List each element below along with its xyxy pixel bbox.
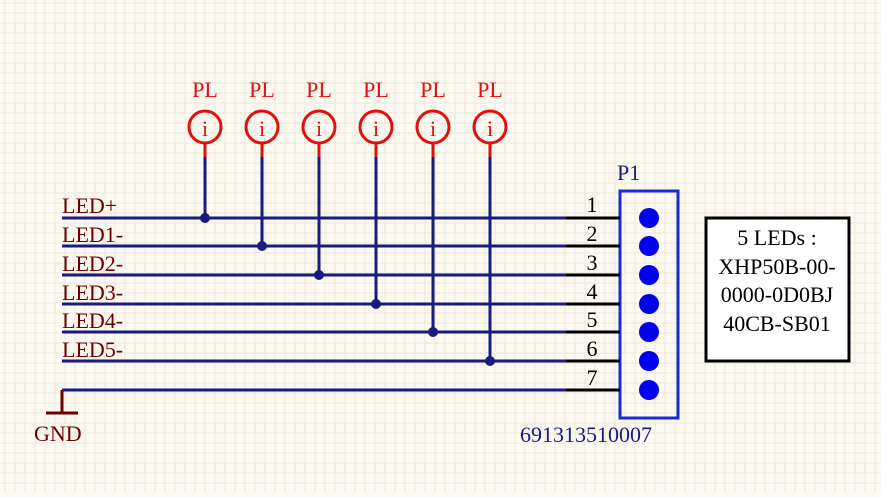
net-labels: LED+ LED1- LED2- LED3- LED4- LED5-	[62, 193, 123, 362]
junction-dot	[257, 241, 267, 251]
junction-group	[200, 213, 495, 366]
pin-number: 6	[587, 336, 598, 361]
probe-label: PL	[420, 77, 446, 102]
junction-dot	[485, 356, 495, 366]
probe-5[interactable]: PL i	[415, 77, 451, 157]
probe-wires	[203, 157, 492, 361]
probe-symbol: i	[316, 116, 322, 141]
pin-number: 2	[587, 221, 598, 246]
probe-label: PL	[249, 77, 275, 102]
pin-dot	[639, 236, 659, 256]
net-label-led5[interactable]: LED5-	[62, 337, 123, 362]
connector-pin-2[interactable]: 2	[566, 221, 659, 256]
probe-4[interactable]: PL i	[358, 77, 394, 157]
pin-dot	[639, 294, 659, 314]
pin-dot	[639, 322, 659, 342]
probe-1[interactable]: PL i	[187, 77, 223, 157]
probe-group: PL i PL i PL i PL i PL i	[187, 77, 508, 157]
probe-symbol: i	[430, 116, 436, 141]
pin-dot	[639, 265, 659, 285]
connector-part-number: 691313510007	[520, 422, 652, 447]
probe-label: PL	[192, 77, 218, 102]
probe-label: PL	[477, 77, 503, 102]
probe-2[interactable]: PL i	[244, 77, 280, 157]
pin-number: 7	[587, 365, 598, 390]
connector-pin-5[interactable]: 5	[566, 307, 659, 342]
probe-label: PL	[363, 77, 389, 102]
connector-pin-1[interactable]: 1	[566, 192, 659, 228]
note-line-3: 0000-0D0BJ	[721, 282, 834, 307]
connector-p1[interactable]: P1 1 2 3 4 5 6	[520, 160, 680, 447]
probe-6[interactable]: PL i	[472, 77, 508, 157]
pin-number: 4	[587, 279, 598, 304]
net-label-led3[interactable]: LED3-	[62, 280, 123, 305]
net-label-led-plus[interactable]: LED+	[62, 193, 117, 218]
note-border	[704, 216, 851, 363]
pin-dot	[639, 380, 659, 400]
probe-label: PL	[306, 77, 332, 102]
probe-3[interactable]: PL i	[301, 77, 337, 157]
probe-symbol: i	[487, 116, 493, 141]
junction-dot	[200, 213, 210, 223]
junction-dot	[314, 270, 324, 280]
connector-pin-7[interactable]: 7	[566, 365, 659, 400]
pin-dot	[639, 351, 659, 371]
connector-designator: P1	[617, 160, 640, 185]
net-wires	[62, 216, 566, 392]
junction-dot	[371, 299, 381, 309]
net-label-led1[interactable]: LED1-	[62, 222, 123, 247]
connector-pin-4[interactable]: 4	[566, 279, 659, 314]
net-label-led4[interactable]: LED4-	[62, 308, 123, 333]
pin-number: 3	[587, 250, 598, 275]
pin-dot	[639, 208, 659, 228]
junction-dot	[428, 327, 438, 337]
note-box[interactable]: 5 LEDs : XHP50B-00- 0000-0D0BJ 40CB-SB01	[704, 216, 851, 363]
pin-number: 5	[587, 307, 598, 332]
net-label-led2[interactable]: LED2-	[62, 251, 123, 276]
connector-pin-3[interactable]: 3	[566, 250, 659, 285]
probe-symbol: i	[202, 116, 208, 141]
gnd-symbol[interactable]: GND	[34, 390, 82, 446]
note-line-1: 5 LEDs :	[737, 225, 816, 250]
connector-pin-6[interactable]: 6	[566, 336, 659, 371]
note-line-4: 40CB-SB01	[723, 311, 831, 336]
probe-symbol: i	[259, 116, 265, 141]
pin-number: 1	[587, 192, 598, 217]
gnd-label: GND	[34, 421, 82, 446]
probe-symbol: i	[373, 116, 379, 141]
note-line-2: XHP50B-00-	[718, 254, 835, 279]
